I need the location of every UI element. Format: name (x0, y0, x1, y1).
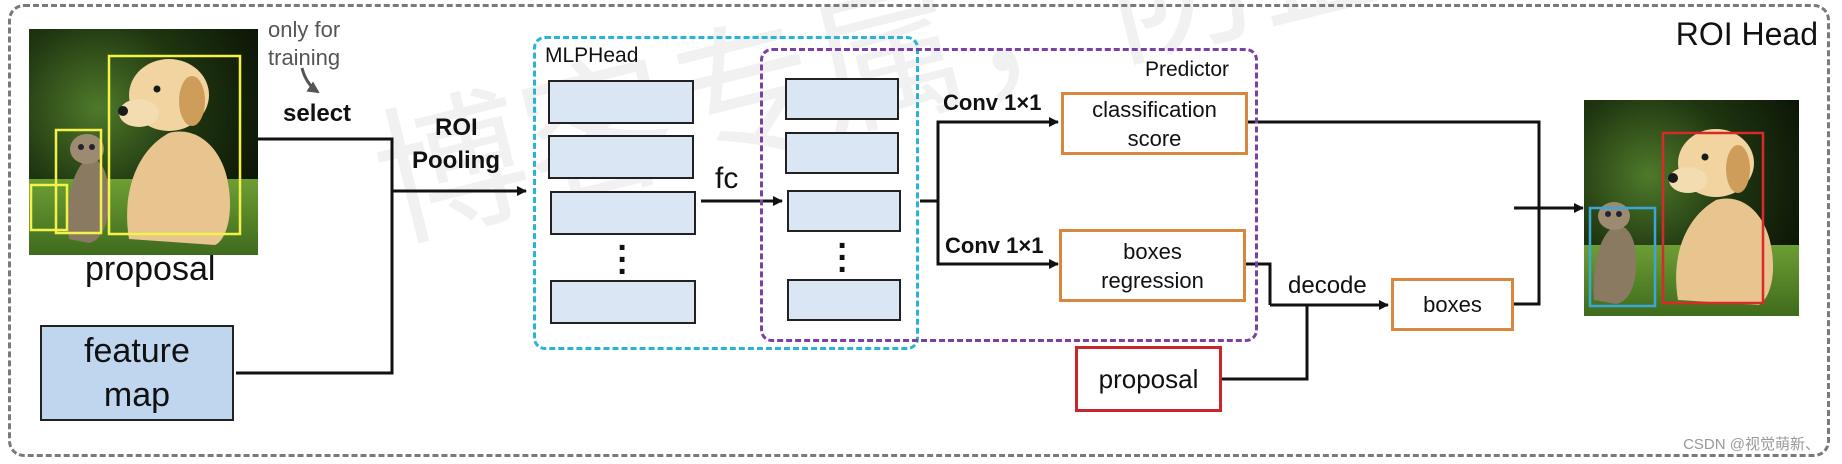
mlphead-label: MLPHead (545, 44, 639, 67)
feature-map-line (236, 191, 394, 375)
decode-label: decode (1288, 272, 1367, 299)
fc-vertical-ellipsis: ··· (837, 227, 849, 289)
proposal-to-select-line (258, 137, 394, 191)
credit-text: CSDN @视觉萌新、 (1683, 436, 1820, 453)
mlp-cell (548, 80, 694, 124)
proposal-caption: proposal (85, 250, 216, 288)
regression-line2: regression (1101, 267, 1204, 293)
classification-line2: score (1127, 125, 1182, 151)
conv-bottom-arrow (936, 201, 1059, 269)
feature-map-line1: feature (84, 332, 190, 370)
regression-line1: boxes (1123, 238, 1182, 264)
classification-score-box: classification score (1061, 92, 1248, 155)
regression-to-decode-line (1246, 262, 1272, 305)
mlp-cell (550, 191, 696, 235)
only-for-training-arrow (300, 67, 320, 94)
conv-top-arrow (936, 117, 1059, 201)
pooling-label: Pooling (412, 147, 500, 174)
proposal-box: proposal (1075, 346, 1222, 412)
conv-top-label: Conv 1×1 (943, 90, 1042, 115)
feature-map-box: feature map (40, 325, 234, 421)
roi-label: ROI (435, 114, 478, 141)
training-label: training (268, 45, 341, 70)
select-label: select (283, 100, 352, 127)
boxes-box: boxes (1391, 278, 1514, 331)
boxes-regression-box: boxes regression (1059, 229, 1246, 302)
classification-line1: classification (1092, 96, 1217, 122)
fc-cell (785, 78, 899, 120)
detection-result-photo (1584, 100, 1799, 316)
proposal-to-decode-line (1222, 305, 1309, 381)
boxes-label: boxes (1423, 292, 1482, 317)
mlp-cell (550, 280, 696, 324)
puppy-kitten-photo (29, 29, 258, 255)
predictor-frame (760, 48, 1258, 342)
detection-result-image (1584, 100, 1799, 316)
mlphead-frame (533, 36, 919, 350)
conv-bottom-label: Conv 1×1 (945, 233, 1044, 258)
proposal-box-label: proposal (1098, 363, 1199, 394)
roi-head-frame (8, 4, 1830, 457)
fc-label: fc (715, 162, 739, 195)
only-for-label: only for (268, 17, 341, 42)
score-output-line (1248, 120, 1541, 208)
fc-cell (785, 132, 899, 174)
diagram-title: ROI Head (1675, 16, 1818, 52)
proposal-image (29, 29, 258, 255)
fc-cell (787, 279, 901, 321)
boxes-output-line (1512, 208, 1541, 306)
feature-map-line2: map (103, 376, 171, 414)
mlp-cell (548, 135, 694, 179)
mlp-vertical-ellipsis: ··· (617, 229, 629, 291)
fc-cell (787, 190, 901, 232)
predictor-label: Predictor (1145, 58, 1230, 81)
